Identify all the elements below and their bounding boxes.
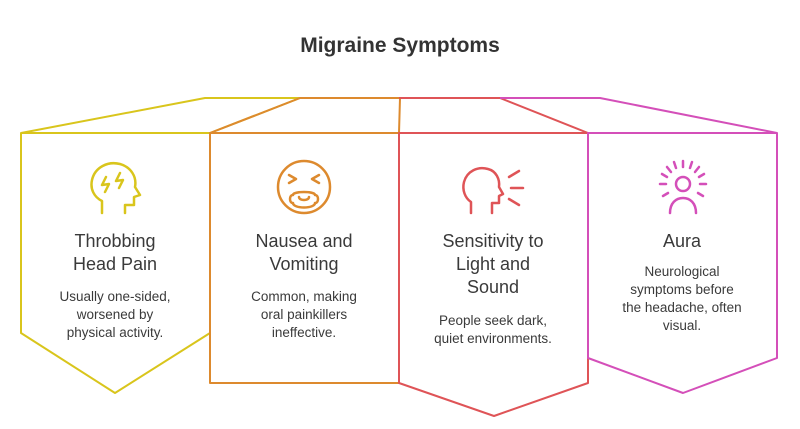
panel-1-heading: Throbbing Head Pain bbox=[72, 231, 158, 274]
panel-2-description: Common, making oral painkillers ineffect… bbox=[251, 289, 357, 340]
person-aura-icon bbox=[658, 159, 708, 215]
panel-3-heading: Sensitivity to Light and Sound bbox=[442, 231, 544, 297]
nauseous-face-icon bbox=[276, 159, 332, 215]
head-light-rays-icon bbox=[462, 166, 525, 215]
panel-4-heading: Aura bbox=[662, 231, 702, 251]
panel-4-outline bbox=[500, 97, 778, 394]
panel-3-description: People seek dark, quiet environments. bbox=[434, 313, 552, 346]
head-lightning-icon bbox=[90, 162, 142, 215]
panel-1-description: Usually one-sided, worsened by physical … bbox=[59, 289, 171, 340]
panel-2-heading: Nausea and Vomiting bbox=[255, 231, 353, 274]
panel-4-description: Neurological symptoms before the headach… bbox=[622, 264, 742, 333]
diagram-title: Migraine Symptoms bbox=[300, 34, 500, 57]
